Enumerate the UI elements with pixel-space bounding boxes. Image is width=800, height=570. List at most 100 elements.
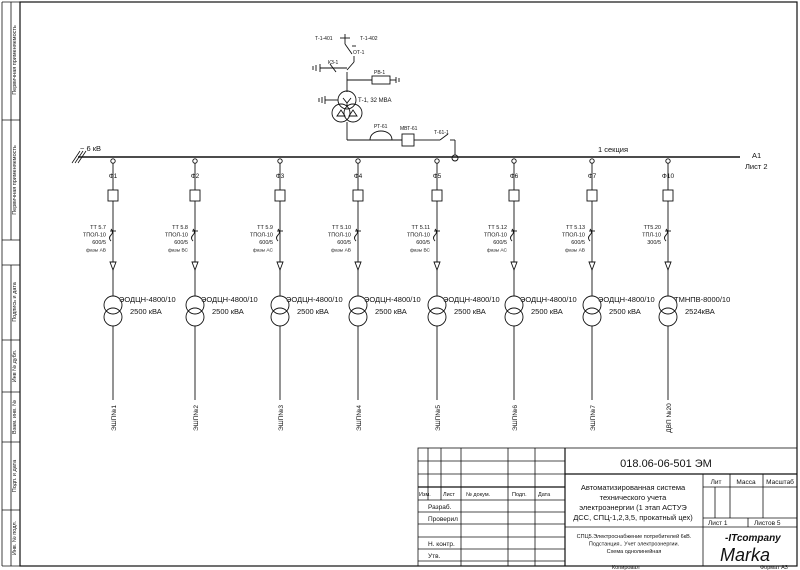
side-label: Инв № дубл.: [12, 349, 18, 382]
switch-label: ОТ-1: [353, 50, 365, 56]
feeder-transformer-type: ЭОДЦН-4800/10: [201, 295, 258, 304]
feeder-transformer: [658, 307, 678, 327]
column-header: Дата: [538, 492, 551, 498]
feeder-transformer: [348, 307, 368, 327]
document-subtitle: СПЦ5.Электроснабжение потребителей 6кВ.: [577, 533, 692, 540]
role-label: Утв.: [428, 553, 441, 560]
side-label: Первичная применяемость: [12, 25, 18, 95]
feeder-ct-label: 600/5: [571, 240, 585, 246]
feeder-transformer-type: ЭОДЦН-4800/10: [443, 295, 500, 304]
feeder-transformer-type: ЭОДЦН-4800/10: [520, 295, 577, 304]
company-logo: Marka: [720, 545, 770, 565]
feeder-cable-end: [510, 261, 518, 272]
bus-tap: [434, 158, 440, 164]
feeder-transformer: [427, 295, 447, 315]
feeder-breaker: [274, 189, 286, 202]
feeder-load-label: ЭШП№7: [590, 405, 597, 431]
document-title: электроэнергии (1 этап АСТУЭ: [579, 503, 687, 512]
side-stamp: [1, 1, 20, 567]
feeder-ct-label: фазы АВ: [565, 248, 585, 254]
column-header: № докум.: [466, 492, 491, 498]
feeder-transformer-type: ЭОДЦН-4800/10: [364, 295, 421, 304]
feeder-id: Ф2: [191, 173, 200, 180]
disconnector-label: Т-1-402: [360, 36, 378, 42]
column-header: Подп.: [512, 492, 527, 498]
feeder-ct-label: ТПОЛ-10: [328, 233, 351, 239]
feeder-ct-label: фазы АВ: [86, 248, 106, 254]
feeder-transformer: [103, 295, 123, 315]
document-title: Автоматизированная система: [581, 483, 686, 492]
side-label: Первичная применяемость: [12, 145, 18, 215]
feeder-load-label: ЭШП№1: [111, 405, 118, 431]
feeder-transformer: [103, 307, 123, 327]
feeder-ct-label: фазы АВ: [331, 248, 351, 254]
feeder-transformer: [185, 307, 205, 327]
feeder-ct-label: ТПОЛ-10: [407, 233, 430, 239]
feeder-cable-end: [433, 261, 441, 272]
document-subtitle: Схема однолинейная: [607, 548, 662, 555]
sheet-number: Лист 1: [708, 520, 728, 527]
bus-tap: [110, 158, 116, 164]
feeder-transformer: [348, 295, 368, 315]
feeder-transformer-power: 2500 кВА: [297, 307, 329, 316]
feeder-breaker: [189, 189, 201, 202]
disconnector-label: Т-61-1: [434, 130, 449, 136]
bus-tap: [511, 158, 517, 164]
feeder-breaker: [431, 189, 443, 202]
side-label: Подпись и дата: [12, 281, 18, 321]
feeder-transformer-power: 2500 кВА: [212, 307, 244, 316]
sheet-count: Листов 5: [754, 520, 781, 527]
feeder-transformer: [185, 295, 205, 315]
bus-tap: [355, 158, 361, 164]
disconnector-label: Т-1-401: [315, 36, 333, 42]
feeder-transformer: [504, 307, 524, 327]
feeder-breaker: [352, 189, 364, 202]
feeder-id: Ф10: [662, 173, 675, 180]
feeder-ct-label: ТТ5.20: [644, 225, 661, 231]
feeder-id: Ф1: [109, 173, 118, 180]
feeder-transformer-power: 2500 кВА: [609, 307, 641, 316]
bus-section-label: 1 секция: [598, 145, 628, 154]
feeder-ct-label: ТПОЛ-10: [250, 233, 273, 239]
feeder-ct-label: ТТ 5.13: [566, 225, 585, 231]
feeder-transformer: [582, 295, 602, 315]
feeder-transformer-type: ЭОДЦН-4800/10: [119, 295, 176, 304]
feeder-ct-label: ТПОЛ-10: [165, 233, 188, 239]
feeder-cable-end: [109, 261, 117, 272]
feeder-cable-end: [588, 261, 596, 272]
feeder-ct-label: ТТ 5.12: [488, 225, 507, 231]
feeder-id: Ф6: [510, 173, 519, 180]
feeder-load-label: ЭШП№4: [356, 405, 363, 431]
feeder-ct-label: фазы АС: [487, 248, 508, 254]
feeder-breaker: [662, 189, 674, 202]
sheet-ref-label: А1: [752, 151, 761, 160]
feeder-ct-label: ТТ 5.8: [172, 225, 188, 231]
role-label: Разраб.: [428, 503, 452, 511]
feeder-transformer-type: ЭОДЦН-4800/10: [598, 295, 655, 304]
busbar-6kv: [71, 150, 740, 164]
feeder-ct-label: ТТ 5.9: [257, 225, 273, 231]
document-code: 018.06-06-501 ЭМ: [620, 458, 712, 470]
column-header: Масштаб: [766, 478, 794, 486]
bus-tap: [192, 158, 198, 164]
feeder-cable-end: [276, 261, 284, 272]
feeder-ct-label: фазы АС: [253, 248, 274, 254]
company-logo: -ITcompany: [725, 533, 781, 544]
feeder-load-label: ЭШП№2: [193, 405, 200, 431]
sheet-ref-label: Лист 2: [745, 162, 768, 171]
sheet-frame: [19, 1, 798, 567]
bus-voltage-label: ~ 6 кВ: [80, 144, 101, 153]
feeder-load-label: ЭШП№3: [278, 405, 285, 431]
feeder-transformer: [504, 295, 524, 315]
column-header: Масса: [736, 479, 756, 486]
feeder-ct-label: фазы ВС: [410, 248, 431, 254]
document-title: ДСС, СПЦ-1,2,3,5, прокатный цех): [573, 513, 693, 522]
column-header: Лист: [443, 492, 455, 498]
feeder-ct-label: 300/5: [647, 240, 661, 246]
